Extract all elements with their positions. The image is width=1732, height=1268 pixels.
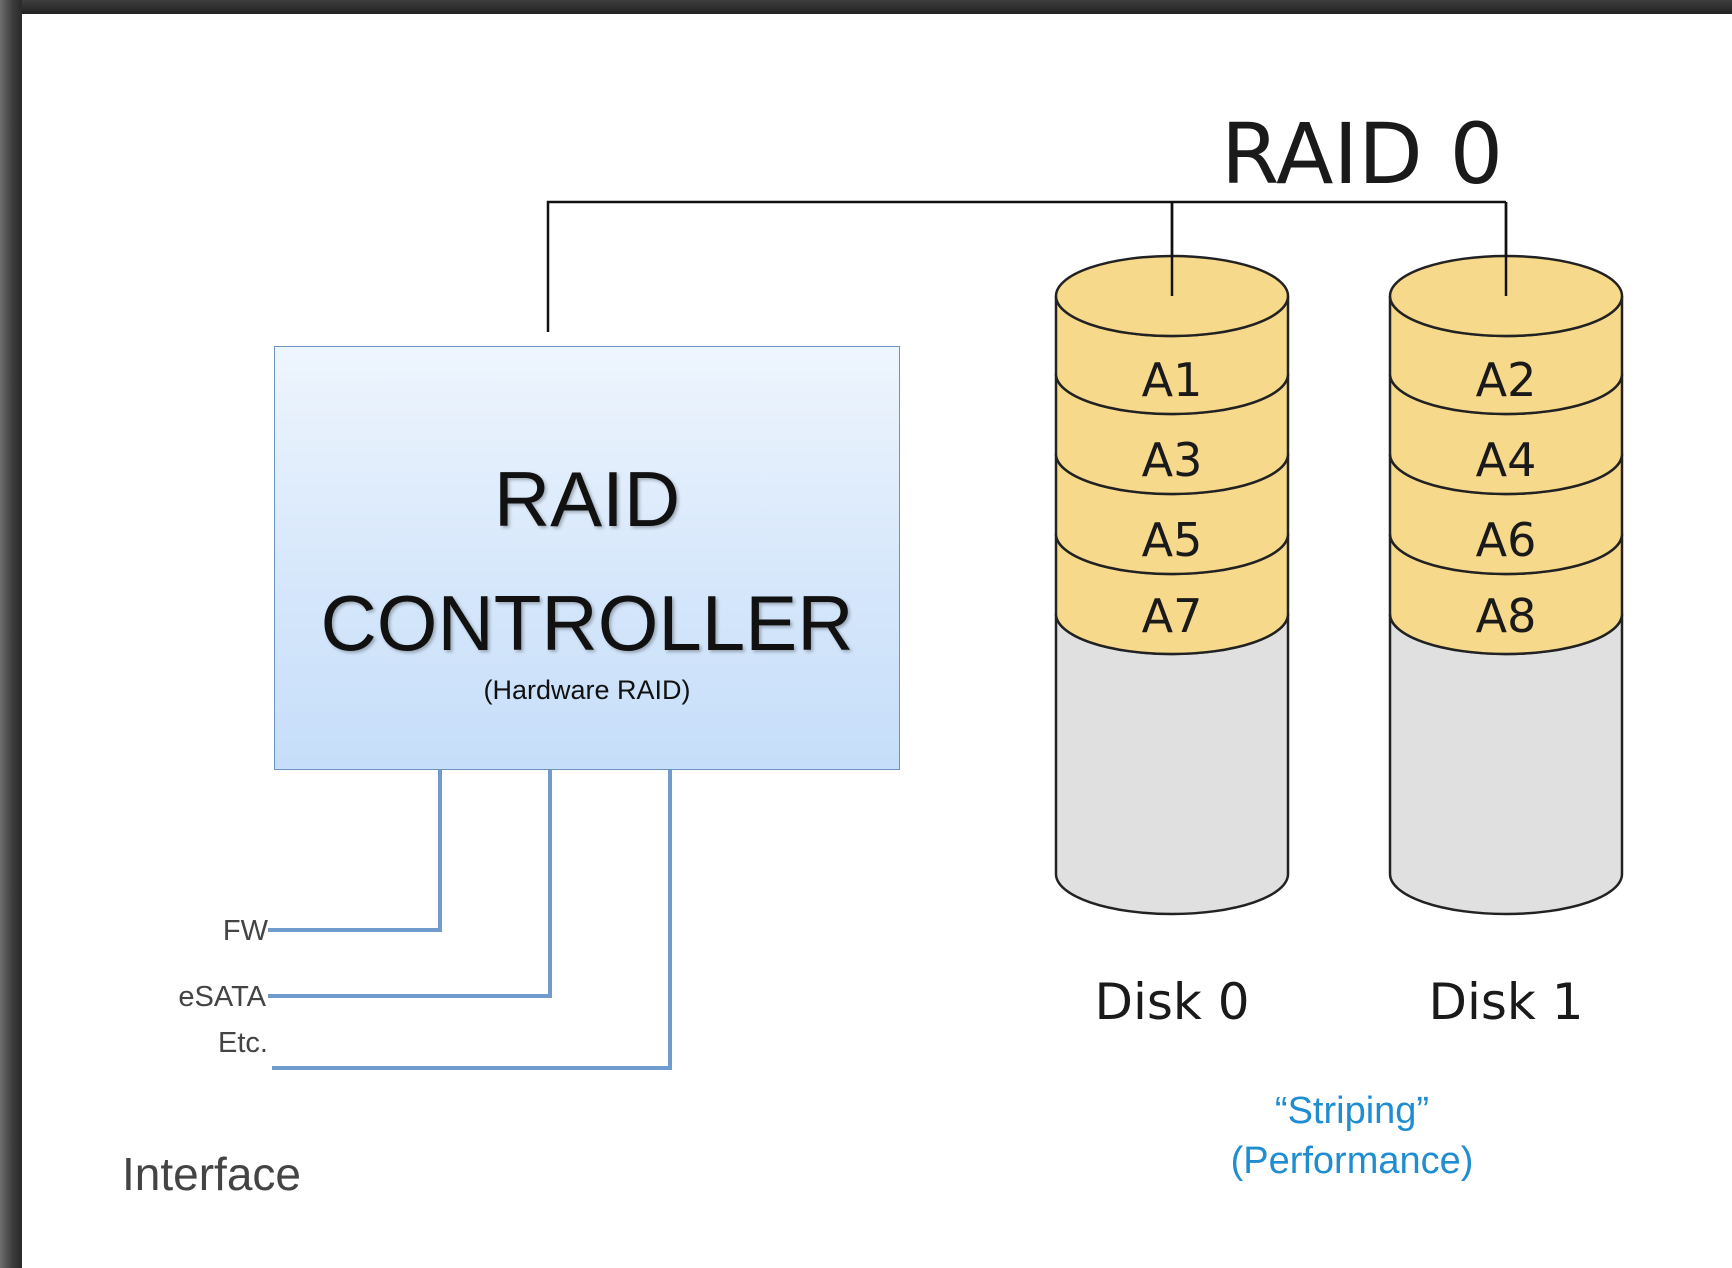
interface-heading: Interface bbox=[122, 1148, 301, 1200]
window-top-frame bbox=[0, 0, 1732, 14]
disk-0-block-label: A1 bbox=[1142, 353, 1203, 407]
disk-1-block-label: A6 bbox=[1476, 513, 1537, 567]
raid-controller-subtitle: (Hardware RAID) bbox=[483, 675, 691, 705]
disk-0-block-label: A3 bbox=[1142, 433, 1203, 487]
slide: A1 A3 A5 A7 A2 A4 A6 A8 RAID CONTROLLER … bbox=[22, 14, 1732, 1268]
disk-1-empty-space bbox=[1388, 613, 1624, 916]
disk-1: A2 A4 A6 A8 bbox=[1388, 202, 1624, 916]
disk-0-block-label: A5 bbox=[1142, 513, 1203, 567]
disk-1-block-label: A4 bbox=[1476, 433, 1537, 487]
port-label-esata: eSATA bbox=[178, 981, 266, 1013]
interface-line-fw bbox=[268, 758, 442, 932]
disk-1-label: Disk 1 bbox=[1428, 973, 1584, 1031]
disk-0-empty-space bbox=[1054, 613, 1290, 916]
striping-caption: “Striping” (Performance) bbox=[1152, 1086, 1552, 1186]
disk-1-block-label: A8 bbox=[1476, 589, 1537, 643]
port-label-fw: FW bbox=[222, 915, 268, 947]
raid-level-title: RAID 0 bbox=[1220, 105, 1504, 203]
interface-line-esata bbox=[268, 758, 552, 998]
port-label-etc: Etc. bbox=[218, 1027, 268, 1059]
striping-caption-line2: (Performance) bbox=[1230, 1140, 1474, 1182]
window-left-frame bbox=[0, 0, 22, 1268]
raid-controller-title: RAID CONTROLLER bbox=[320, 455, 854, 667]
diagram-canvas: A1 A3 A5 A7 A2 A4 A6 A8 bbox=[268, 200, 1624, 1070]
bus-connector bbox=[546, 200, 1506, 332]
raid-controller-box: RAID CONTROLLER (Hardware RAID) bbox=[274, 346, 900, 770]
disk-0-block-label: A7 bbox=[1142, 589, 1203, 643]
striping-caption-line1: “Striping” bbox=[1274, 1090, 1430, 1132]
interface-line-etc bbox=[272, 758, 672, 1070]
disk-1-block-label: A2 bbox=[1476, 353, 1537, 407]
disk-0: A1 A3 A5 A7 bbox=[1054, 202, 1290, 916]
disk-0-label: Disk 0 bbox=[1094, 973, 1250, 1031]
